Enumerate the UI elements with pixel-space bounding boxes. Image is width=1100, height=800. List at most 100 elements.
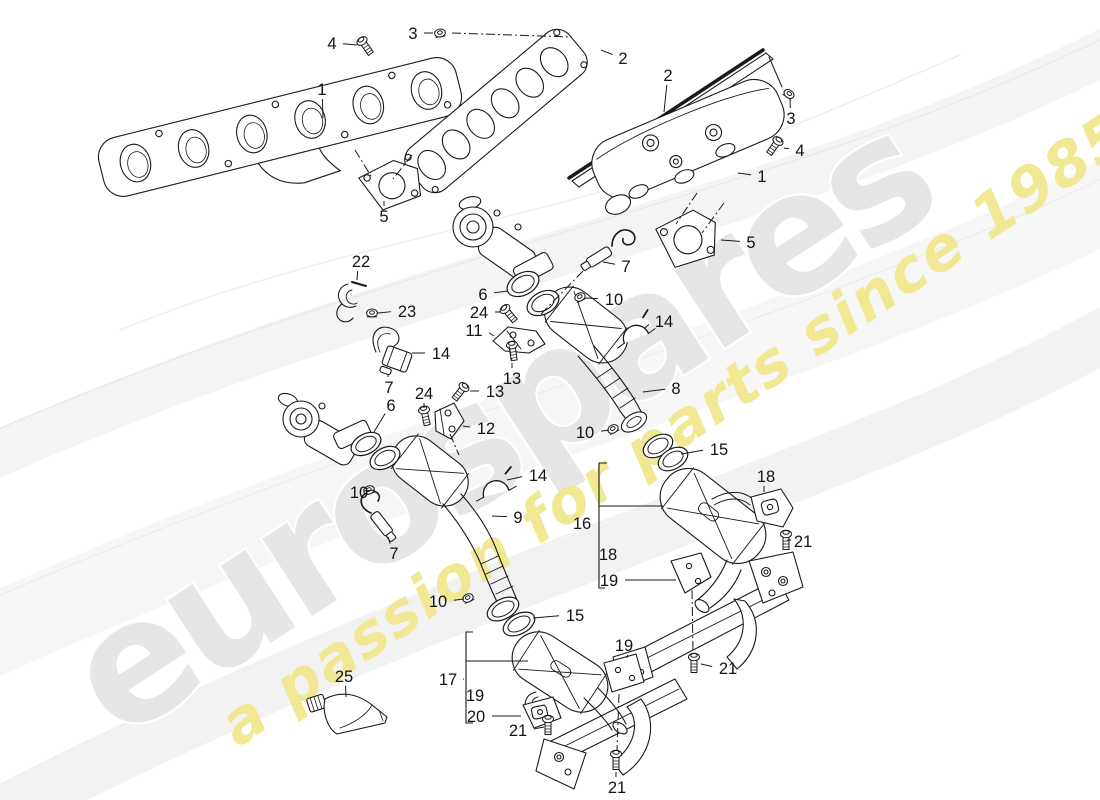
leader-line bbox=[377, 311, 392, 314]
callout-21[interactable]: 21 bbox=[719, 660, 737, 678]
callout-13[interactable]: 13 bbox=[503, 370, 521, 388]
callout-10[interactable]: 10 bbox=[576, 424, 594, 442]
part-exhaust-manifold-right bbox=[591, 78, 785, 215]
axis-line bbox=[616, 693, 620, 751]
callout-13[interactable]: 13 bbox=[486, 383, 504, 401]
group-brackets bbox=[465, 462, 663, 724]
callout-19[interactable]: 19 bbox=[466, 687, 484, 705]
part-bolt bbox=[610, 749, 622, 770]
part-mount-plate-lower bbox=[603, 653, 645, 693]
callout-10[interactable]: 10 bbox=[429, 593, 447, 611]
leader-line bbox=[321, 98, 324, 119]
part-bolt bbox=[766, 136, 784, 156]
part-gasket-ring bbox=[369, 445, 401, 471]
callout-16[interactable]: 16 bbox=[573, 515, 591, 533]
axis-line bbox=[691, 589, 694, 653]
callout-23[interactable]: 23 bbox=[398, 303, 416, 321]
callout-14[interactable]: 14 bbox=[529, 467, 547, 485]
part-bolt bbox=[542, 714, 554, 735]
callout-6[interactable]: 6 bbox=[386, 397, 395, 415]
callout-19[interactable]: 19 bbox=[600, 572, 618, 590]
leader-line bbox=[720, 239, 741, 242]
leader-line bbox=[585, 297, 599, 300]
leader-line bbox=[700, 663, 713, 668]
part-hanger-bracket-right bbox=[711, 488, 794, 528]
callout-6[interactable]: 6 bbox=[478, 286, 487, 304]
callout-1[interactable]: 1 bbox=[317, 81, 326, 99]
callout-15[interactable]: 15 bbox=[710, 441, 728, 459]
callout-18[interactable]: 18 bbox=[757, 468, 775, 486]
leader-line bbox=[642, 388, 666, 393]
part-catalyst-inlet-right bbox=[543, 285, 629, 365]
callout-9[interactable]: 9 bbox=[513, 509, 522, 527]
callout-24[interactable]: 24 bbox=[415, 385, 433, 403]
callout-21[interactable]: 21 bbox=[608, 779, 626, 797]
part-gasket-ring bbox=[350, 431, 382, 457]
callout-8[interactable]: 8 bbox=[671, 380, 680, 398]
leader-line bbox=[783, 147, 790, 150]
group-bracket bbox=[465, 631, 473, 724]
callout-15[interactable]: 15 bbox=[566, 607, 584, 625]
part-catalytic-converter-left bbox=[511, 629, 628, 735]
callout-2[interactable]: 2 bbox=[618, 50, 627, 68]
leader-line bbox=[453, 598, 465, 601]
part-flange-gasket-right bbox=[655, 209, 716, 268]
callout-24[interactable]: 24 bbox=[470, 304, 488, 322]
part-gasket-ring bbox=[502, 611, 536, 637]
callout-7[interactable]: 7 bbox=[384, 379, 393, 397]
part-nut bbox=[363, 485, 376, 496]
callout-3[interactable]: 3 bbox=[408, 25, 417, 43]
axis-line bbox=[508, 345, 513, 361]
callout-20[interactable]: 20 bbox=[467, 708, 485, 726]
callout-7[interactable]: 7 bbox=[621, 258, 630, 276]
part-bolt bbox=[418, 405, 431, 427]
part-crossmember-lower bbox=[535, 678, 688, 790]
assembly-axis-lines bbox=[354, 32, 725, 751]
callout-3[interactable]: 3 bbox=[786, 110, 795, 128]
leader-line bbox=[373, 413, 386, 433]
leader-line bbox=[532, 615, 560, 619]
axis-line bbox=[449, 433, 460, 456]
callout-4[interactable]: 4 bbox=[795, 142, 804, 160]
part-flange-gasket-left bbox=[358, 159, 422, 211]
callout-12[interactable]: 12 bbox=[477, 420, 495, 438]
callout-22[interactable]: 22 bbox=[352, 253, 370, 271]
callout-7[interactable]: 7 bbox=[389, 545, 398, 563]
part-gasket-ring bbox=[526, 289, 560, 317]
part-bolt bbox=[506, 340, 518, 362]
callout-19[interactable]: 19 bbox=[615, 637, 633, 655]
callout-10[interactable]: 10 bbox=[605, 291, 623, 309]
part-oxygen-sensor-right bbox=[580, 229, 636, 271]
callout-5[interactable]: 5 bbox=[746, 234, 755, 252]
group-bracket bbox=[598, 462, 607, 589]
part-nut bbox=[434, 28, 446, 39]
leader-line bbox=[737, 172, 752, 176]
leader-line bbox=[680, 449, 704, 455]
leader-line bbox=[600, 49, 613, 56]
leader-line bbox=[493, 290, 509, 294]
callout-1[interactable]: 1 bbox=[757, 168, 766, 186]
callout-17[interactable]: 17 bbox=[439, 671, 457, 689]
part-exhaust-manifold-left bbox=[97, 57, 463, 197]
callout-21[interactable]: 21 bbox=[794, 533, 812, 551]
part-mount-plate-right bbox=[670, 552, 712, 594]
callout-14[interactable]: 14 bbox=[655, 313, 673, 331]
parts-drawing bbox=[97, 28, 804, 790]
callout-21[interactable]: 21 bbox=[509, 722, 527, 740]
callout-11[interactable]: 11 bbox=[465, 322, 482, 340]
part-sealant-tube bbox=[306, 693, 388, 735]
callout-18[interactable]: 18 bbox=[599, 546, 617, 564]
part-downpipe-right bbox=[577, 345, 648, 433]
part-nut bbox=[574, 292, 587, 303]
axis-line bbox=[675, 192, 698, 225]
callout-14[interactable]: 14 bbox=[432, 345, 450, 363]
callout-2[interactable]: 2 bbox=[663, 67, 672, 85]
part-nut bbox=[782, 88, 795, 101]
callout-10[interactable]: 10 bbox=[350, 484, 368, 502]
callout-4[interactable]: 4 bbox=[327, 35, 336, 53]
leader-line bbox=[462, 425, 471, 428]
callout-5[interactable]: 5 bbox=[379, 208, 388, 226]
part-bolt bbox=[499, 303, 518, 324]
callout-25[interactable]: 25 bbox=[335, 668, 353, 686]
